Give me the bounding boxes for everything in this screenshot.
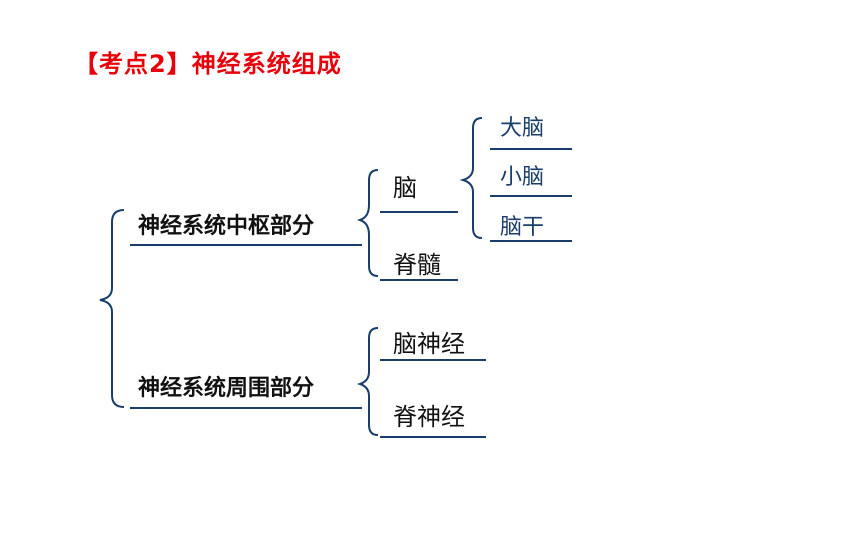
cerebrum-label: 大脑 (500, 116, 545, 141)
cerebrum-underline (490, 148, 572, 150)
section-title: 【考点2】神经系统组成 (74, 50, 342, 78)
cranial-nerves-underline (380, 359, 486, 361)
brainstem-label: 脑干 (500, 215, 545, 240)
brainstem-underline (490, 240, 572, 242)
cerebellum-label: 小脑 (500, 165, 545, 190)
brain-brace (459, 117, 483, 239)
peripheral-underline (130, 407, 362, 409)
brain-label: 脑 (393, 174, 417, 202)
central-part-label: 神经系统中枢部分 (138, 214, 315, 239)
peripheral-part-label: 神经系统周围部分 (138, 376, 315, 401)
peripheral-brace (356, 327, 379, 436)
spinal-nerves-underline (380, 436, 486, 438)
brain-underline (380, 211, 458, 213)
spinal-nerves-label: 脊神经 (393, 403, 465, 431)
central-brace (356, 169, 379, 277)
spinal-cord-underline (380, 279, 458, 281)
spinal-cord-label: 脊髓 (393, 251, 441, 279)
central-underline (130, 244, 362, 246)
cerebellum-underline (490, 195, 572, 197)
cranial-nerves-label: 脑神经 (393, 330, 465, 358)
main-brace (99, 209, 125, 408)
